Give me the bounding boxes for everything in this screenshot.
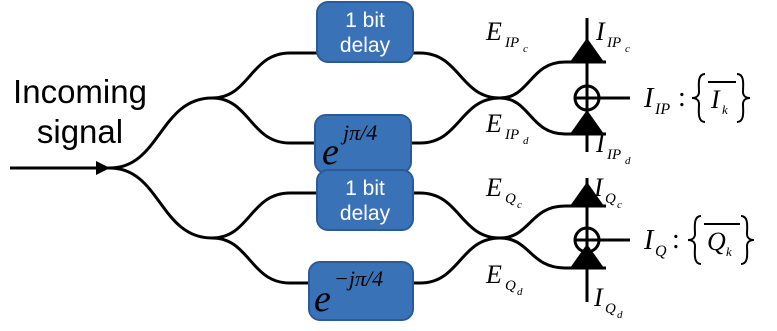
svg-text:E: E (485, 17, 502, 46)
phase-bottom-base: e (314, 278, 331, 320)
svg-text:d: d (617, 309, 623, 321)
svg-text:Q: Q (605, 191, 616, 207)
current-label-i-ip-d: I IP d (595, 129, 631, 167)
svg-text:I: I (643, 83, 655, 114)
svg-text:I: I (643, 225, 655, 256)
phase-box-bottom: e −jπ/4 (308, 261, 414, 321)
svg-text:I: I (593, 283, 604, 312)
svg-text:IP: IP (654, 101, 670, 118)
svg-text:I: I (595, 17, 606, 46)
svg-text:d: d (523, 135, 529, 147)
svg-text::: : (672, 224, 680, 255)
current-label-i-q-c: I Q c (593, 173, 622, 211)
delay-bottom-line2: delay (340, 202, 391, 225)
field-label-e-ip-d: E IP d (485, 109, 529, 147)
svg-text::: : (678, 82, 686, 113)
input-label-line2: signal (37, 113, 123, 150)
svg-text:IP: IP (504, 127, 519, 143)
output-ip-braces-icon (691, 73, 751, 123)
svg-text:d: d (625, 155, 631, 167)
svg-text:k: k (726, 244, 732, 259)
svg-text:Q: Q (655, 243, 667, 260)
photodiode-ip-c-icon (570, 38, 604, 62)
main-splitter (109, 96, 213, 240)
input-arrow-icon (96, 161, 110, 175)
delay-top-line1: 1 bit (345, 9, 385, 32)
svg-text:E: E (485, 109, 502, 138)
svg-text:Q: Q (605, 301, 616, 317)
field-label-e-q-d: E Q d (485, 260, 523, 298)
svg-text:d: d (517, 286, 523, 298)
svg-text:I: I (710, 85, 721, 114)
photodiode-q-d-icon (570, 244, 604, 268)
output-q-label: I Q : Q k (643, 224, 732, 260)
svg-text:IP: IP (504, 35, 519, 51)
delay-bottom-line1: 1 bit (345, 177, 385, 200)
output-ip-label: I IP : I k (643, 82, 728, 118)
photodiode-ip-d-icon (570, 110, 604, 134)
input-label-line1: Incoming (13, 73, 147, 110)
delay-top-line2: delay (340, 34, 391, 57)
photodiode-q-c-icon (570, 182, 604, 206)
current-label-i-q-d: I Q d (593, 283, 623, 321)
phase-top-base: e (322, 131, 339, 173)
delay-box-bottom: 1 bit delay (316, 169, 414, 231)
svg-text:k: k (722, 102, 728, 117)
svg-text:c: c (517, 199, 522, 211)
svg-text:c: c (523, 43, 528, 55)
svg-text:Q: Q (505, 278, 516, 294)
svg-text:I: I (595, 129, 606, 158)
current-label-i-ip-c: I IP c (595, 17, 630, 55)
field-label-e-ip-c: E IP c (485, 17, 528, 55)
svg-text:IP: IP (606, 35, 621, 51)
svg-text:c: c (617, 199, 622, 211)
svg-text:c: c (625, 43, 630, 55)
field-label-e-q-c: E Q c (485, 173, 522, 211)
svg-text:Q: Q (505, 191, 516, 207)
svg-text:E: E (485, 173, 502, 202)
svg-text:Q: Q (707, 227, 726, 256)
phase-bottom-exponent: −jπ/4 (334, 266, 383, 291)
phase-box-top: e jπ/4 (314, 114, 412, 174)
phase-top-exponent: jπ/4 (340, 120, 377, 145)
svg-text:E: E (485, 260, 502, 289)
svg-text:I: I (593, 173, 604, 202)
delay-box-top: 1 bit delay (316, 1, 414, 63)
svg-text:IP: IP (606, 147, 621, 163)
output-q-braces-icon (687, 215, 755, 265)
